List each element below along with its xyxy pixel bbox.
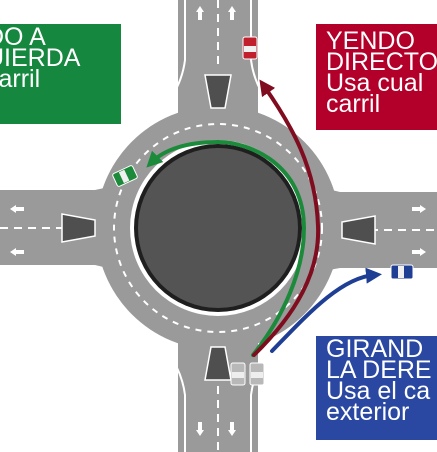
lane-arrow-icon [412, 248, 426, 256]
splitter-islands [61, 74, 376, 381]
cars [112, 36, 414, 386]
lane-arrow-icons [10, 6, 426, 436]
island-west [61, 213, 96, 243]
movement-arrows [146, 79, 382, 357]
right-turn-panel: GIRAND LA DERE Usa el ca exterior [316, 336, 437, 440]
lane-arrow-icon [196, 422, 204, 436]
island-east [341, 215, 376, 245]
car-icon [390, 264, 414, 280]
right-turn-arrow [270, 267, 382, 353]
straight-arrow [252, 79, 321, 357]
panel-bottom-line-1: GIRAND [326, 336, 424, 363]
panel-left-line-2: UIERDA [0, 44, 81, 72]
car-icon [112, 165, 138, 187]
lane-arrow-icon [196, 6, 204, 20]
panel-left-line-1: DO A [0, 24, 46, 51]
panel-bottom-line-4: exterior [326, 398, 410, 426]
lane-arrow-icon [10, 205, 24, 213]
car-icon [230, 362, 246, 386]
left-turn-panel: DO A UIERDA carril [0, 24, 121, 124]
left-turn-arrow [146, 139, 307, 357]
lane-arrow-icon [228, 6, 236, 20]
lane-arrow-icon [10, 248, 24, 256]
lane-arrow-icon [228, 422, 236, 436]
island-north [204, 74, 232, 109]
car-icon [242, 36, 258, 60]
straight-panel: YENDO DIRECTO Usa cual carril [316, 24, 437, 130]
central-island [130, 140, 306, 316]
island-south [204, 346, 232, 381]
car-icon [249, 362, 265, 386]
panel-right-line-4: carril [326, 90, 381, 118]
panel-right-line-3: Usa cual [326, 69, 424, 97]
panel-bottom-line-2: LA DERE [326, 356, 432, 384]
panel-bottom-line-3: Usa el ca [326, 377, 431, 405]
lane-arrow-icon [412, 205, 426, 213]
panel-left-line-3: carril [0, 65, 41, 93]
panel-right-line-1: YENDO [326, 27, 415, 55]
panel-right-line-2: DIRECTO [326, 48, 437, 76]
